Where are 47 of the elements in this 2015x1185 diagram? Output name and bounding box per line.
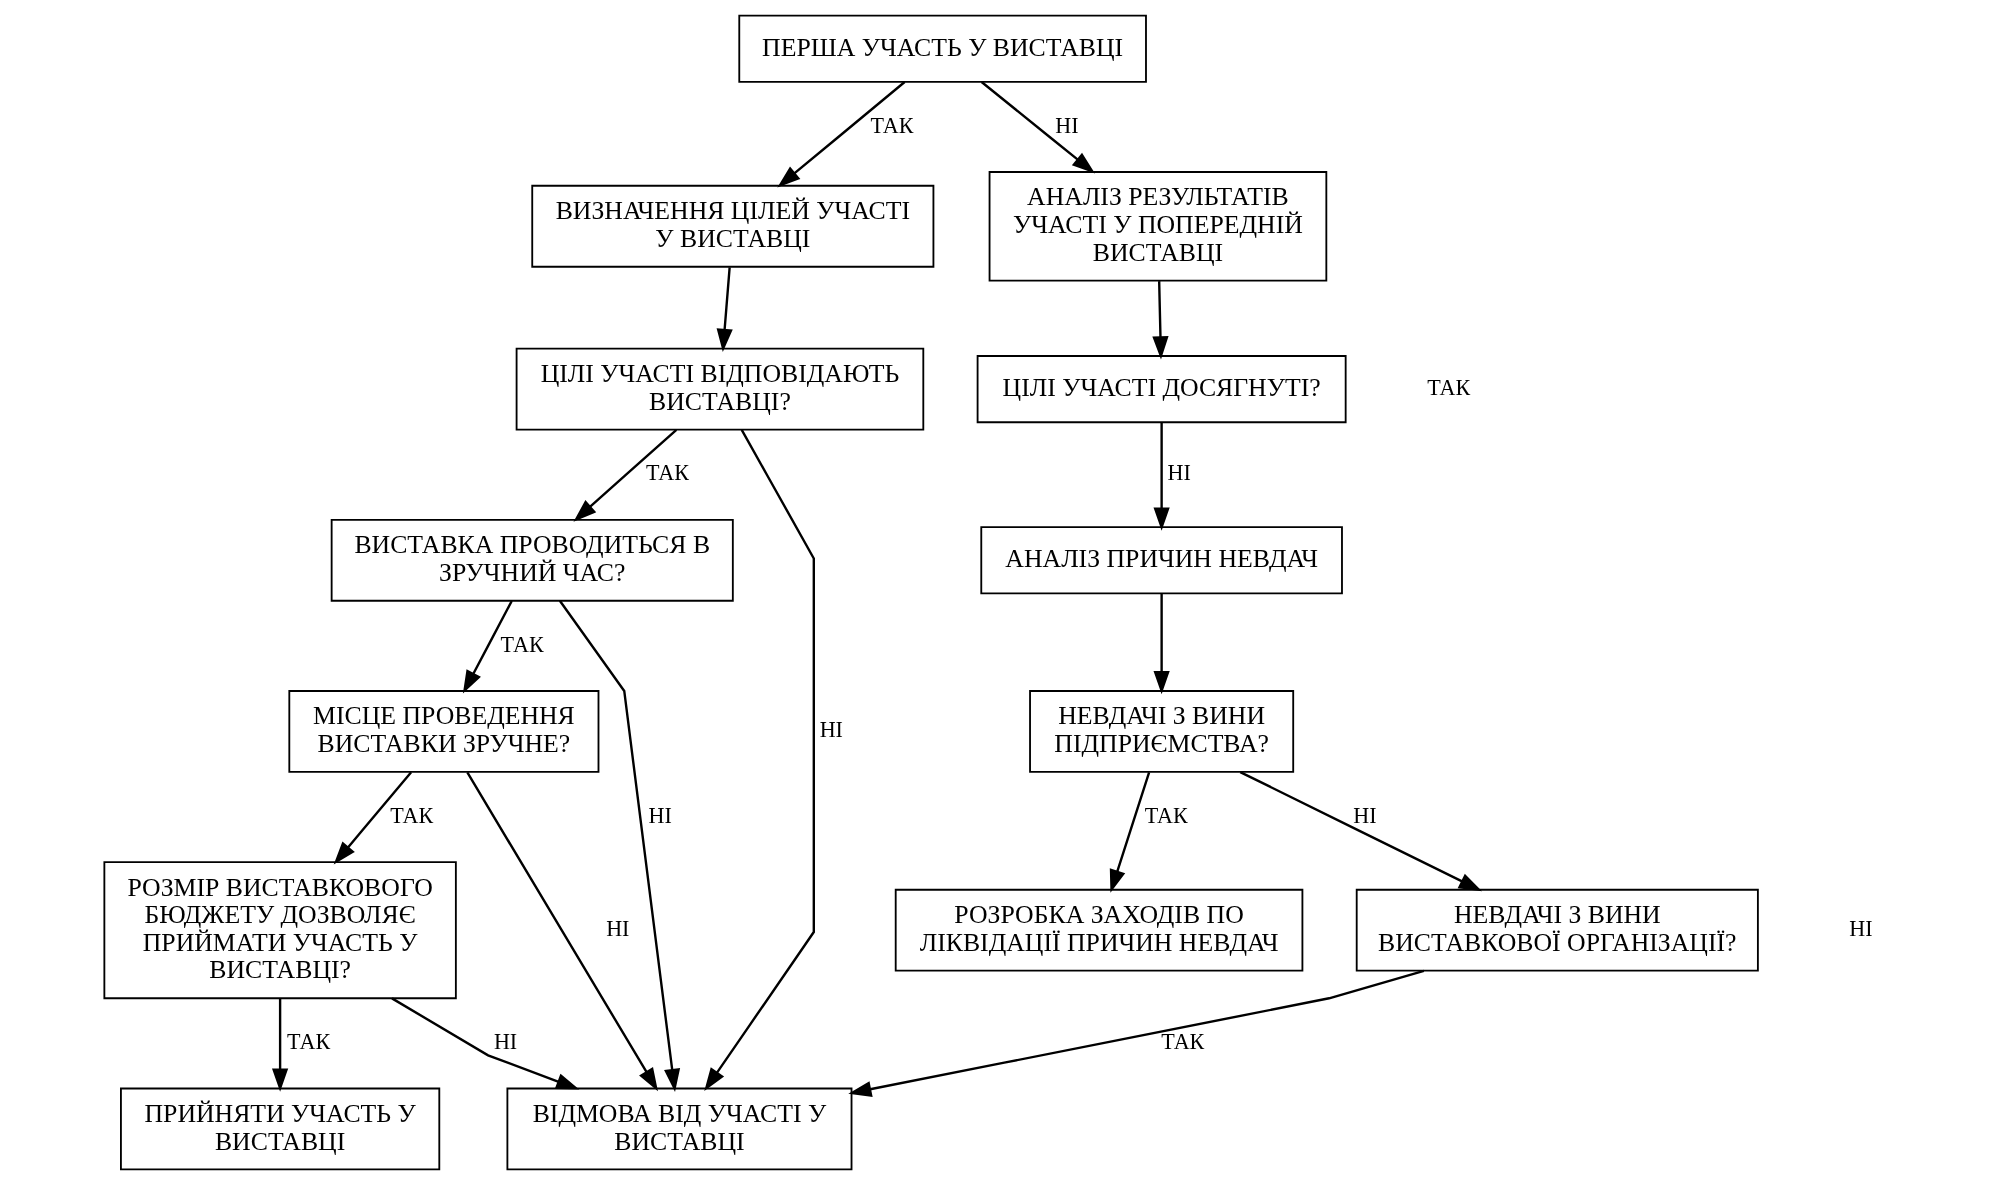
- node-box: НЕВДАЧІ З ВИНИ ПІДПРИЄМСТВА?: [1029, 690, 1295, 773]
- node-box: ВИЗНАЧЕННЯ ЦІЛЕЙ УЧАСТІ У ВИСТАВЦІ: [531, 184, 935, 268]
- edge-label: ТАК: [1161, 1029, 1205, 1055]
- arrow: [704, 429, 815, 1092]
- arrow: [716, 267, 733, 352]
- arrow: [1153, 422, 1170, 531]
- edge-label: ТАК: [1144, 802, 1188, 828]
- arrow: [848, 969, 1425, 1098]
- node-box: РОЗРОБКА ЗАХОДІВ ПО ЛІКВІДАЦІЇ ПРИЧИН НЕВДАЧ: [894, 888, 1304, 972]
- node-box: ЦІЛІ УЧАСТІ ВІДПОВІДАЮТЬ ВИСТАВЦІ?: [515, 347, 925, 431]
- arrow: [1239, 771, 1483, 892]
- node-box: ЦІЛІ УЧАСТІ ДОСЯГНУТІ?: [976, 355, 1347, 424]
- edge-label: ТАК: [500, 631, 544, 657]
- node-box: ВІДМОВА ВІД УЧАСТІ У ВИСТАВЦІ: [506, 1087, 853, 1171]
- edge-label: ТАК: [287, 1029, 331, 1055]
- edge-label: НІ: [606, 915, 630, 941]
- edge-label: НІ: [1353, 802, 1377, 828]
- arrow: [558, 600, 681, 1092]
- arrow: [391, 997, 580, 1090]
- node-box: АНАЛІЗ ПРИЧИН НЕВДАЧ: [980, 526, 1343, 595]
- arrow: [573, 428, 678, 522]
- arrow: [1109, 771, 1151, 893]
- node-box: ПРИЙНЯТИ УЧАСТЬ У ВИСТАВЦІ: [120, 1087, 441, 1171]
- node-box: МІСЦЕ ПРОВЕДЕННЯ ВИСТАВКИ ЗРУЧНЕ?: [288, 690, 600, 773]
- arrow: [462, 600, 513, 694]
- edge-label: ТАК: [645, 460, 690, 486]
- arrow: [333, 771, 413, 865]
- edge-label: НІ: [648, 802, 672, 828]
- arrow: [272, 998, 289, 1092]
- label: ТАК: [1427, 374, 1471, 400]
- edge-label: ТАК: [870, 112, 914, 138]
- edge-label: НІ: [1055, 112, 1079, 138]
- arrow: [1152, 281, 1169, 360]
- node-box: РОЗМІР ВИСТАВКОВОГО БЮДЖЕТУ ДОЗВОЛЯЄ ПРИЙМАТИ УЧАСТЬ У ВИСТАВЦІ?: [103, 861, 457, 1000]
- arrow: [980, 81, 1095, 174]
- edge-label: НІ: [819, 717, 843, 743]
- node-box: АНАЛІЗ РЕЗУЛЬТАТІВ УЧАСТІ У ПОПЕРЕДНІЙ ВИСТАВЦІ: [988, 171, 1328, 282]
- label: НІ: [1849, 915, 1873, 941]
- node-box: ПЕРША УЧАСТЬ У ВИСТАВЦІ: [738, 14, 1147, 83]
- arrow: [1153, 593, 1170, 695]
- edge-label: НІ: [1167, 460, 1191, 486]
- node-box: НЕВДАЧІ З ВИНИ ВИСТАВКОВОЇ ОРГАНІЗАЦІЇ?: [1355, 888, 1759, 972]
- node-box: ВИСТАВКА ПРОВОДИТЬСЯ В ЗРУЧНИЙ ЧАС?: [330, 518, 734, 602]
- arrow: [466, 771, 658, 1092]
- edge-label: ТАК: [390, 802, 434, 828]
- edge-label: НІ: [493, 1029, 518, 1055]
- arrow: [777, 81, 906, 188]
